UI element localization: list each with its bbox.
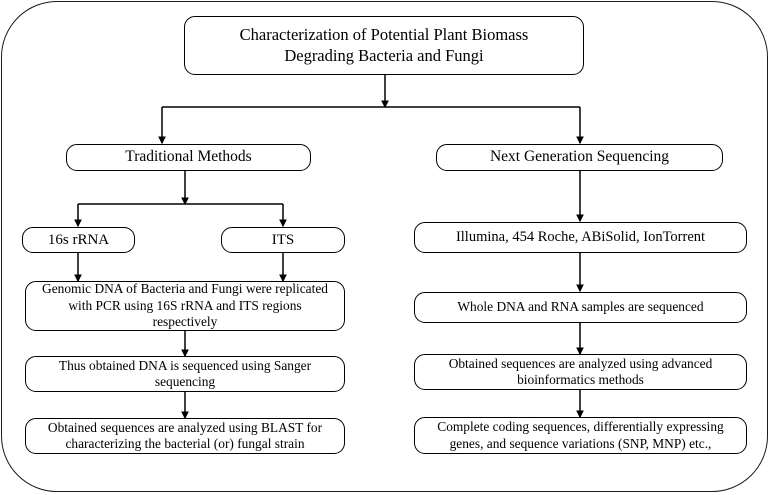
node-16s-rrna-label: 16s rRNA <box>47 231 110 248</box>
node-right-step-1[interactable]: Whole DNA and RNA samples are sequenced <box>414 292 747 323</box>
node-left-step-2[interactable]: Thus obtained DNA is sequenced using San… <box>25 356 345 392</box>
node-traditional-methods-label: Traditional Methods <box>125 148 252 166</box>
node-left-step-3-label: Obtained sequences are analyzed using BL… <box>47 419 323 451</box>
node-sequencing-platforms-label: Illumina, 454 Roche, ABiSolid, IonTorren… <box>455 228 706 245</box>
node-left-step-2-label: Thus obtained DNA is sequenced using San… <box>58 357 312 389</box>
node-right-step-2-label: Obtained sequences are analyzed using ad… <box>448 355 713 387</box>
node-traditional-methods[interactable]: Traditional Methods <box>66 144 311 171</box>
node-next-generation-sequencing[interactable]: Next Generation Sequencing <box>436 144 723 171</box>
node-sequencing-platforms[interactable]: Illumina, 454 Roche, ABiSolid, IonTorren… <box>414 222 747 253</box>
node-left-step-3[interactable]: Obtained sequences are analyzed using BL… <box>25 418 345 454</box>
node-its-label: ITS <box>271 231 295 248</box>
node-left-step-1[interactable]: Genomic DNA of Bacteria and Fungi were r… <box>25 281 345 331</box>
node-right-step-1-label: Whole DNA and RNA samples are sequenced <box>457 299 704 315</box>
node-next-generation-sequencing-label: Next Generation Sequencing <box>489 148 670 166</box>
node-title[interactable]: Characterization of Potential Plant Biom… <box>184 16 584 75</box>
node-16s-rrna[interactable]: 16s rRNA <box>22 227 135 253</box>
node-right-step-2[interactable]: Obtained sequences are analyzed using ad… <box>414 354 747 390</box>
node-right-step-3[interactable]: Complete coding sequences, differentiall… <box>414 417 747 454</box>
node-title-label: Characterization of Potential Plant Biom… <box>239 25 529 65</box>
node-right-step-3-label: Complete coding sequences, differentiall… <box>437 419 724 451</box>
node-its[interactable]: ITS <box>221 227 345 253</box>
node-left-step-1-label: Genomic DNA of Bacteria and Fungi were r… <box>42 281 328 330</box>
